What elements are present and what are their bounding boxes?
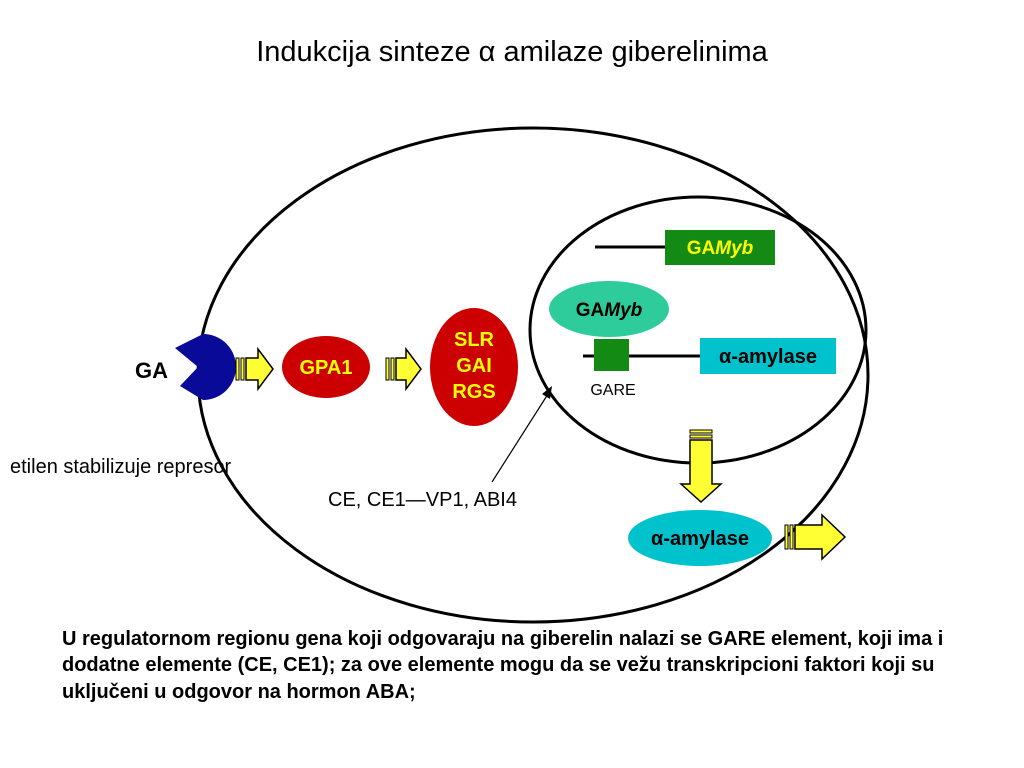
repressor-label-slr: SLR [454,329,495,351]
repressor-proteins [430,308,518,426]
gpa1-protein [282,336,370,398]
amylase-protein-label: α-amylase [651,528,749,550]
gare-element [594,339,629,371]
gare-label: GARE [590,382,635,399]
arrow-nucleus-to-cytoplasm [679,429,723,504]
elements-note: CE, CE1—VP1, ABI4 [328,489,517,511]
ga-receptor [175,334,236,400]
arrow-gpa1-to-repressors [385,346,422,392]
ethylene-note: etilen stabilizuje represor [10,456,232,478]
caption-text: U regulatornom regionu gena koji odgovar… [62,628,944,703]
amylase-protein [628,510,772,566]
gamyb-protein-label: GAMyb [576,300,643,321]
ga-label: GA [135,358,168,383]
slide-title: Indukcija sinteze α amilaze giberelinima [256,36,768,68]
gamyb-gene-box [665,230,775,265]
repressor-label-gai: GAI [456,355,492,377]
arrow-receptor-to-gpa1 [235,346,274,392]
gamyb-gene-label: GAMyb [687,238,754,259]
amylase-gene-box [700,338,836,374]
gamyb-protein [549,281,669,337]
amylase-gene-label: α-amylase [719,346,817,368]
elements-pointer-arrowhead [542,386,552,399]
repressor-label-rgs: RGS [452,381,495,403]
arrow-secretion [784,513,847,561]
elements-pointer-line [491,393,549,483]
gpa1-label: GPA1 [300,357,353,379]
